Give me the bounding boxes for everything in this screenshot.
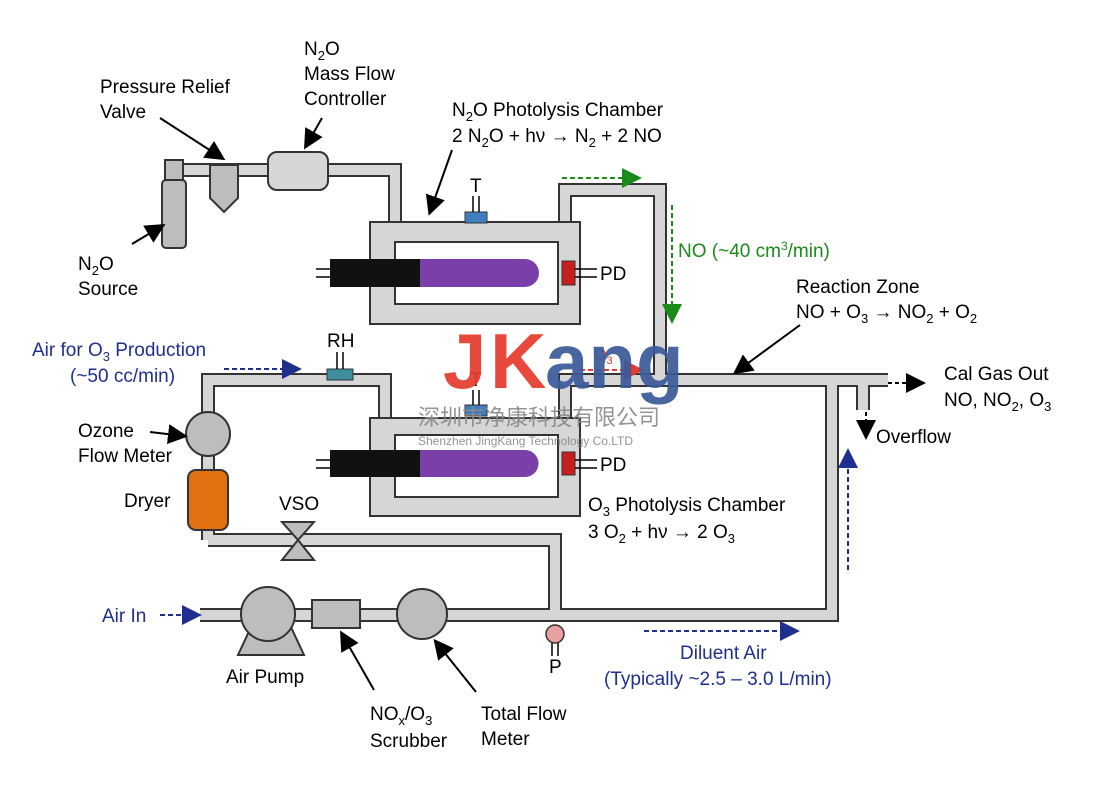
watermark-chinese: 深圳市净康科技有限公司 xyxy=(418,405,660,430)
diluent-air-label: Diluent Air (Typically ~2.5 – 3.0 L/min) xyxy=(604,643,832,690)
pd-label-bottom: PD xyxy=(600,455,626,476)
watermark: J K ang 深圳市净康科技有限公司 Shenzhen JingKang Te… xyxy=(418,317,684,448)
vso-label: VSO xyxy=(279,494,319,515)
total-flow-meter-label: Total Flow Meter xyxy=(481,704,572,750)
rh-label: RH xyxy=(327,331,354,352)
flow-arrows xyxy=(160,168,858,641)
o3-chamber-equation: 3 O2 + hν → 2 O3 xyxy=(588,522,735,546)
scrubber-label: NOx/O3 Scrubber xyxy=(370,704,448,752)
t-label-top: T xyxy=(470,176,482,197)
n2o-source-label: N2O Source xyxy=(78,254,138,300)
n2o-chamber-equation: 2 N2O + hν → N2 + 2 NO xyxy=(452,126,662,150)
o3-arrow-label: O3 xyxy=(594,347,613,367)
watermark-brand-rest: ang xyxy=(545,317,684,405)
ozone-flow-meter-label: Ozone Flow Meter xyxy=(78,421,173,467)
reaction-zone-label: Reaction Zone xyxy=(796,277,920,298)
n2o-mfc-label: N2O Mass Flow Controller xyxy=(304,39,400,110)
n2o-photolysis-chamber xyxy=(316,196,597,325)
air-o3-production-label: Air for O3 Production (~50 cc/min) xyxy=(32,340,211,387)
rh-sensor xyxy=(326,352,354,381)
n2o-mass-flow-controller xyxy=(267,151,329,191)
watermark-brand-k: K xyxy=(490,317,546,405)
pointer-arrows xyxy=(131,117,926,693)
o3-chamber-title: O3 Photolysis Chamber xyxy=(588,495,786,519)
n2o-source-cylinder xyxy=(161,159,187,249)
air-pump xyxy=(236,586,306,656)
overflow-label: Overflow xyxy=(876,427,951,448)
dryer-label: Dryer xyxy=(124,491,171,512)
total-flow-meter xyxy=(396,588,448,640)
watermark-brand-j: J xyxy=(443,317,486,405)
air-in-label: Air In xyxy=(102,606,146,627)
no-flow-label: NO (~40 cm3/min) xyxy=(678,239,830,262)
reaction-equation: NO + O3 → NO2 + O2 xyxy=(796,302,977,326)
air-pump-label: Air Pump xyxy=(226,667,304,688)
pressure-label: P xyxy=(549,657,562,678)
o3-photolysis-chamber xyxy=(316,390,597,517)
vso-valve xyxy=(279,521,317,561)
ozone-flow-meter xyxy=(185,411,231,457)
nox-o3-scrubber xyxy=(311,599,361,629)
pressure-relief-label: Pressure Relief Valve xyxy=(100,77,235,123)
pressure-relief-valve xyxy=(209,164,239,214)
dryer xyxy=(187,469,229,531)
cal-gas-out-label: Cal Gas Out NO, NO2, O3 xyxy=(944,364,1054,414)
t-label-bottom: T xyxy=(470,370,482,391)
pressure-sensor xyxy=(545,624,565,656)
n2o-chamber-title: N2O Photolysis Chamber xyxy=(452,100,664,124)
pd-label-top: PD xyxy=(600,264,626,285)
watermark-english: Shenzhen JingKang Technology Co.LTD xyxy=(418,434,633,448)
